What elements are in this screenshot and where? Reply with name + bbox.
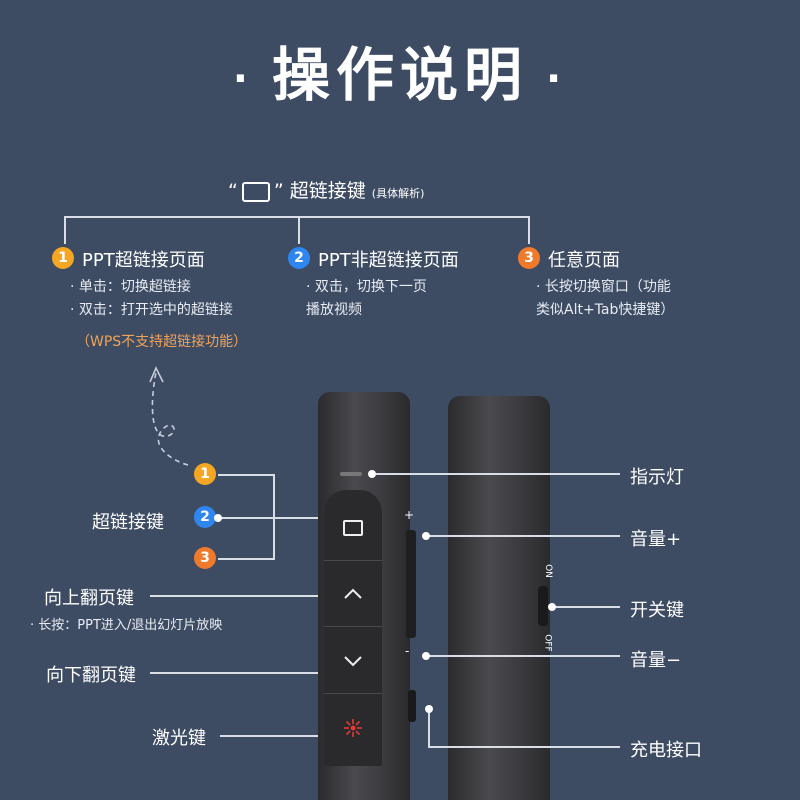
column-1-line-2: · 双击：打开选中的超链接 [70, 302, 233, 318]
key-badge-1: 1 [194, 463, 216, 485]
charge-label: 充电接口 [630, 740, 702, 761]
bracket-left [64, 216, 66, 244]
column-2-line-2: 播放视频 [306, 302, 362, 318]
vol-up-dot [422, 532, 430, 540]
quote-open: “ [228, 180, 238, 202]
title-dot-left: · [232, 55, 254, 102]
charge-port [408, 690, 416, 722]
laser-button[interactable] [324, 696, 382, 760]
bracket-right [528, 216, 530, 244]
hyperlink-icon [343, 520, 363, 536]
column-2-line-1: · 双击，切换下一页 [306, 279, 427, 295]
laser-label: 激光键 [152, 728, 206, 749]
power-line [552, 606, 620, 608]
chevron-down-icon [344, 656, 362, 667]
laser-icon [344, 719, 362, 737]
minus-mark: - [405, 644, 410, 658]
key-badge-3: 3 [194, 547, 216, 569]
plus-mark: + [404, 508, 415, 522]
page-title: · 操作说明 · [0, 28, 800, 112]
charge-line [428, 746, 620, 748]
page-down-line [150, 672, 336, 674]
badge-3: 3 [518, 247, 540, 269]
page-up-label: 向上翻页键 [44, 588, 134, 609]
indicator-label: 指示灯 [630, 467, 684, 488]
chevron-up-icon [344, 588, 362, 599]
title-text: 操作说明 [271, 41, 528, 109]
hyperlink-pointer-dot [214, 514, 222, 522]
indicator-line [372, 473, 620, 475]
wps-note: （WPS不支持超链接功能） [76, 334, 248, 350]
column-3-line-2: 类似Alt+Tab快捷键） [536, 302, 675, 318]
page-up-line [150, 595, 336, 597]
column-2-title: PPT非超链接页面 [318, 250, 459, 271]
hyperlink-key-icon [241, 181, 270, 202]
badge-line-3 [218, 558, 274, 560]
on-mark: ON [542, 564, 553, 578]
title-dot-right: · [546, 55, 568, 102]
badge-2: 2 [288, 247, 310, 269]
badge-line-1 [218, 474, 274, 476]
hyperlink-pointer-line [218, 517, 336, 519]
column-1-desc: · 单击：切换超链接 · 双击：打开选中的超链接 [70, 276, 233, 322]
hyperlink-key-label: 超链接键 [92, 512, 164, 533]
column-1-line-1: · 单击：切换超链接 [70, 279, 191, 295]
hyperlink-header-note: (具体解析) [371, 187, 425, 200]
vol-down-dot [422, 652, 430, 660]
button-column [324, 490, 382, 766]
hyperlink-header-label: 超链接键 [289, 180, 366, 202]
bracket-mid [298, 216, 300, 244]
page-down-label: 向下翻页键 [46, 665, 136, 686]
vol-up-line [426, 535, 620, 537]
curly-arrow-icon [149, 366, 189, 466]
remote-back [448, 396, 550, 800]
badge-1: 1 [52, 247, 74, 269]
column-3-title: 任意页面 [548, 250, 620, 271]
hyperlink-header: “ ” 超链接键 (具体解析) [228, 176, 424, 203]
power-label: 开关键 [630, 600, 684, 621]
vol-down-line [426, 655, 620, 657]
power-dot [548, 603, 556, 611]
charge-dot [425, 705, 433, 713]
quote-close: ” [273, 180, 284, 202]
indicator-light [340, 472, 362, 476]
laser-line [220, 735, 336, 737]
column-2-desc: · 双击，切换下一页 播放视频 [306, 276, 427, 322]
volume-rocker[interactable] [406, 530, 416, 638]
hyperlink-button[interactable] [324, 496, 382, 561]
off-mark: OFF [542, 634, 553, 652]
page-up-button[interactable] [324, 562, 382, 627]
vol-down-label: 音量− [630, 650, 682, 671]
charge-line-vertical [428, 708, 430, 747]
indicator-dot [368, 470, 376, 478]
bracket-horizontal [64, 216, 530, 218]
page-up-sublabel: · 长按：PPT进入/退出幻灯片放映 [30, 618, 223, 633]
key-badge-2: 2 [194, 506, 216, 528]
column-3-line-1: · 长按切换窗口（功能 [536, 279, 671, 295]
column-3-desc: · 长按切换窗口（功能 类似Alt+Tab快捷键） [536, 276, 674, 322]
column-1-title: PPT超链接页面 [82, 250, 205, 271]
vol-up-label: 音量+ [630, 529, 682, 550]
page-down-button[interactable] [324, 629, 382, 694]
power-switch[interactable] [538, 586, 548, 626]
